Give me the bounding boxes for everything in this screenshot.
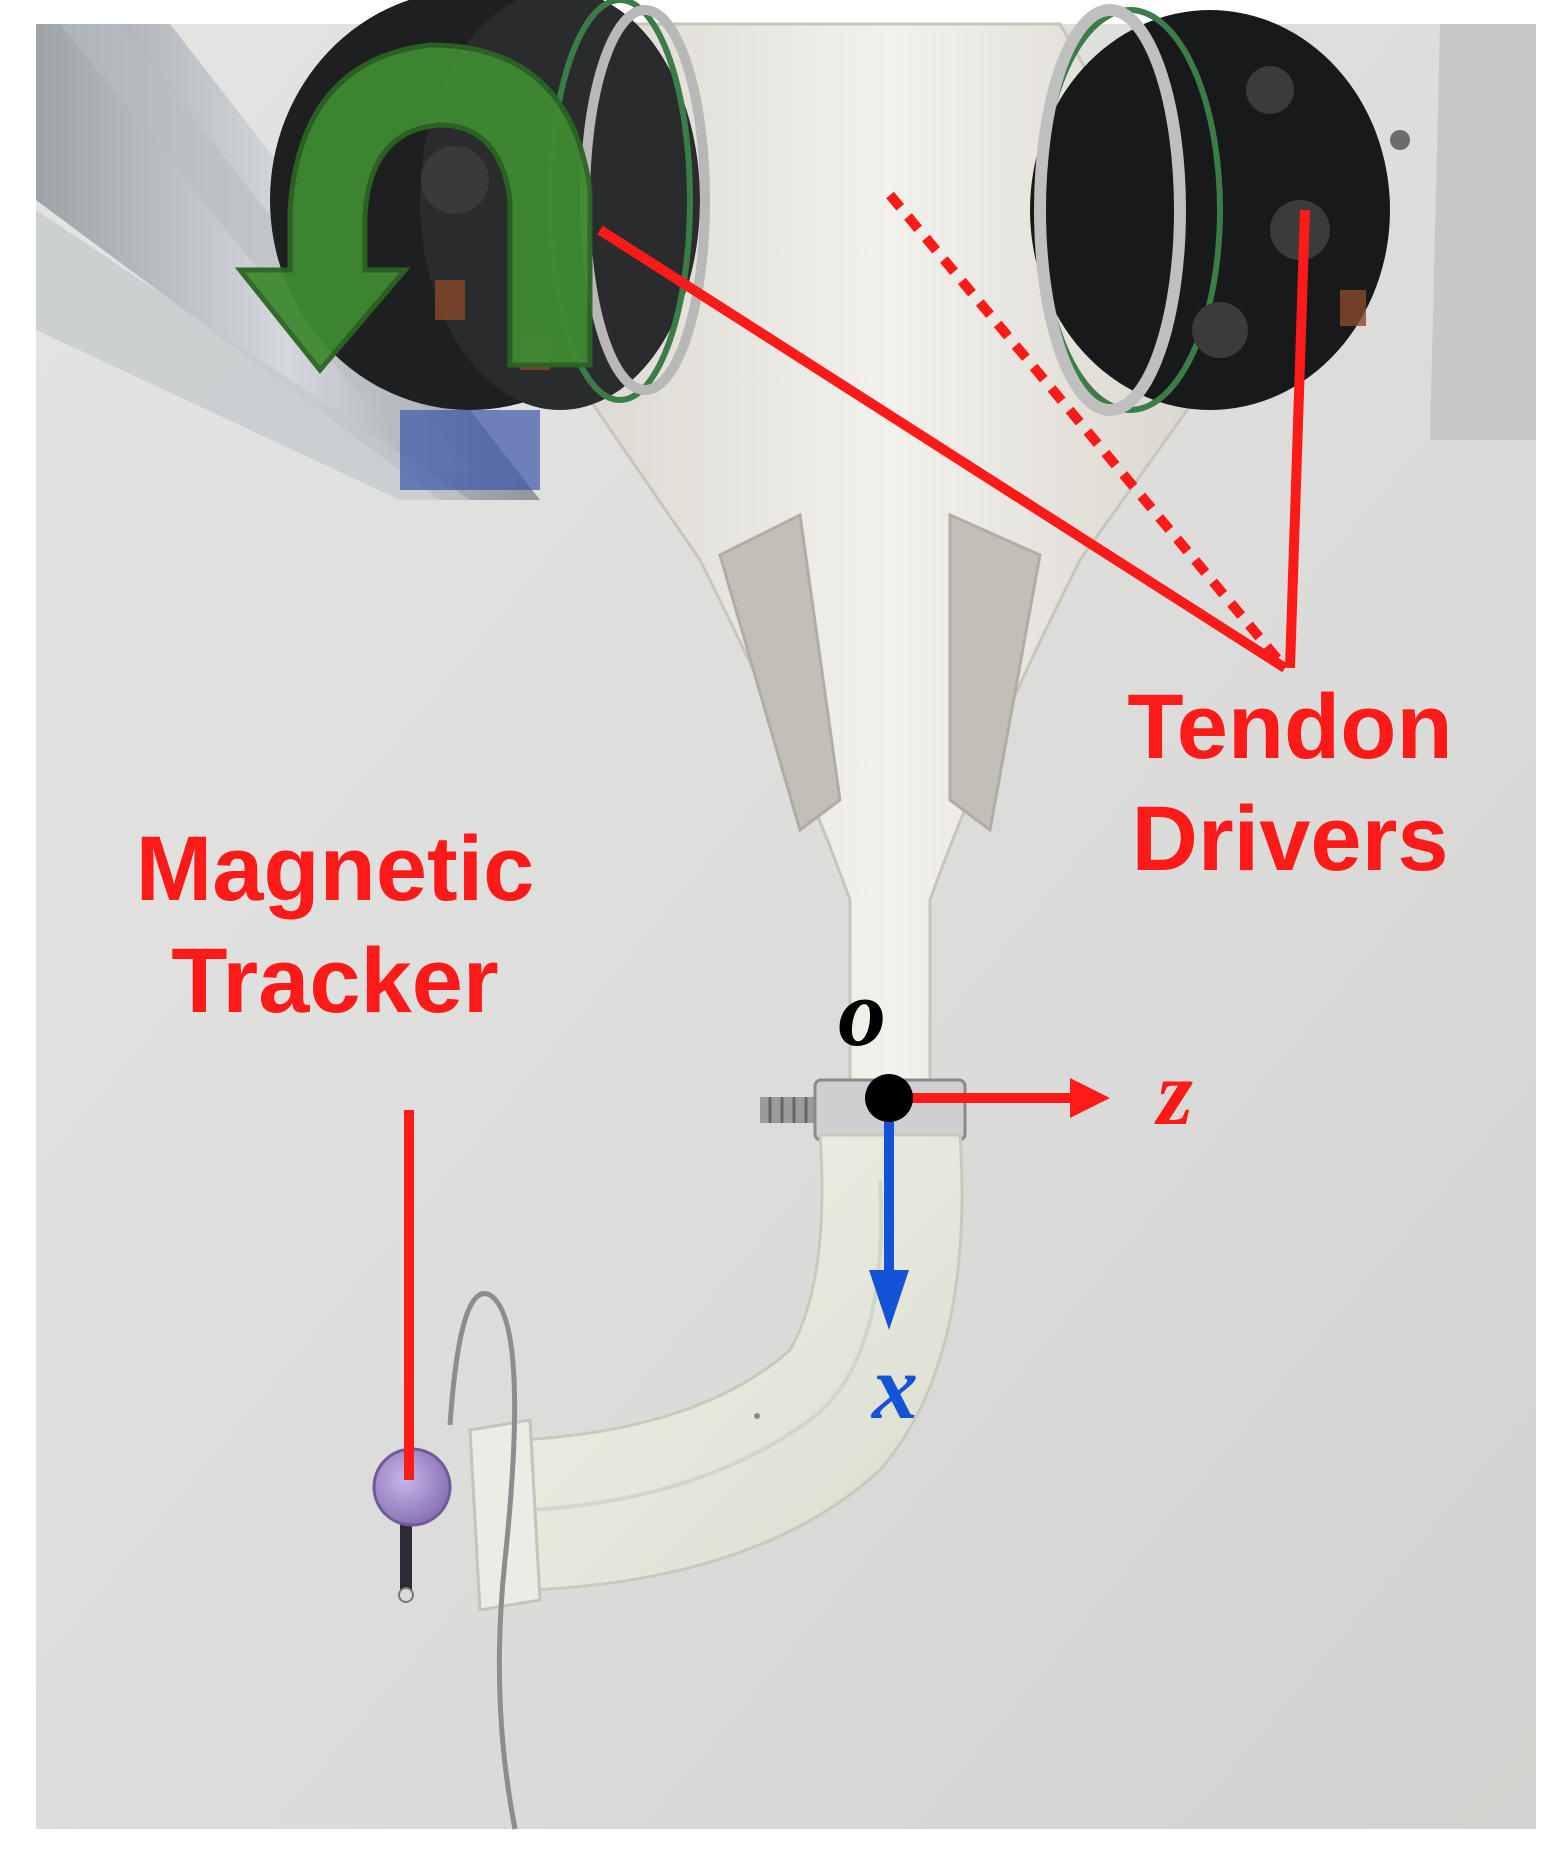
magnetic-tracker-label-line2: Tracker bbox=[171, 930, 498, 1032]
tendon-drivers-label-line1: Tendon bbox=[1127, 676, 1452, 778]
magnetic-tracker-label-line1: Magnetic bbox=[136, 818, 535, 920]
origin-point bbox=[865, 1074, 913, 1122]
tracker-cable bbox=[447, 1291, 518, 1830]
right-rail bbox=[1430, 24, 1536, 440]
origin-label: o bbox=[838, 959, 886, 1066]
magnetic-tracker-sensor bbox=[372, 1447, 452, 1603]
axis-z-label: z bbox=[1154, 1042, 1193, 1144]
axis-x-label: x bbox=[870, 1336, 918, 1438]
tendon-driver-leaders bbox=[597, 191, 1310, 673]
tendon-drivers-label-line2: Drivers bbox=[1131, 788, 1448, 890]
rotation-arrow bbox=[234, 42, 593, 374]
coordinate-axes bbox=[865, 1074, 1110, 1330]
